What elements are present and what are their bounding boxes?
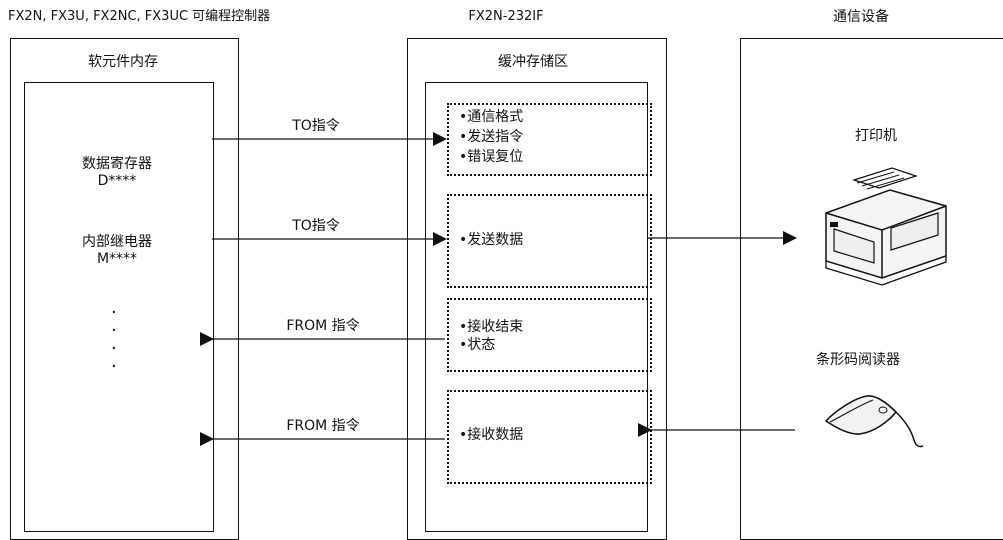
device-title: 通信设备	[833, 9, 889, 25]
buffer-item-send-data: •发送数据	[459, 232, 524, 248]
barcode-scanner-icon	[824, 395, 924, 448]
memory-title: 软元件内存	[88, 54, 158, 70]
buffer-item-error-reset: •错误复位	[459, 149, 524, 165]
buffer-item-status: •状态	[459, 337, 496, 353]
buffer-title: 缓冲存储区	[498, 54, 568, 70]
buffer-item-format: •通信格式	[459, 109, 524, 125]
internal-relay-code: M****	[96, 251, 138, 267]
printer-icon	[825, 167, 947, 286]
buffer-item-receive-end: •接收结束	[459, 319, 524, 335]
data-register-code: D****	[97, 173, 137, 189]
buffer-region-4	[447, 390, 652, 484]
buffer-region-1	[447, 103, 652, 176]
printer-label: 打印机	[855, 128, 897, 144]
from-command-label-2: FROM 指令	[286, 418, 360, 434]
buffer-region-3	[447, 298, 652, 372]
data-register-label: 数据寄存器	[82, 156, 152, 172]
vertical-dots: ....	[111, 297, 117, 372]
buffer-item-receive-data: •接收数据	[459, 427, 524, 443]
buffer-item-send-command: •发送指令	[459, 129, 524, 145]
to-command-label-2: TO指令	[292, 218, 340, 234]
from-command-label-1: FROM 指令	[286, 318, 360, 334]
internal-relay-label: 内部继电器	[82, 234, 152, 250]
module-title: FX2N-232IF	[468, 9, 544, 24]
buffer-region-2	[447, 194, 652, 288]
plc-title: FX2N, FX3U, FX2NC, FX3UC 可编程控制器	[8, 9, 271, 24]
barcode-label: 条形码阅读器	[816, 352, 900, 368]
to-command-label-1: TO指令	[292, 118, 340, 134]
